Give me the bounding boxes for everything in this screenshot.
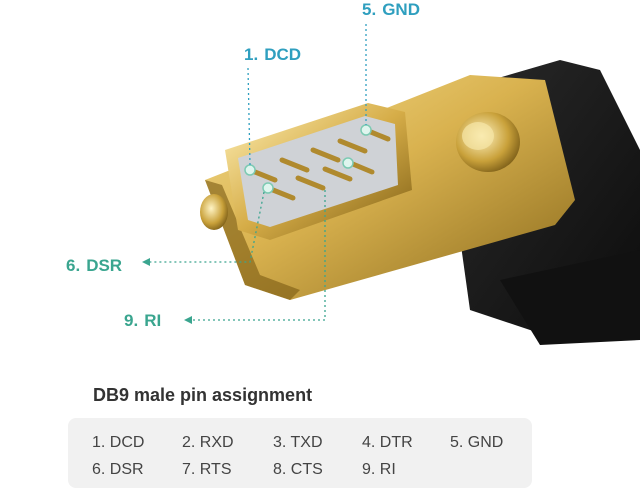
pin-cell: 6. DSR <box>92 461 144 478</box>
pin-cell: 7. RTS <box>182 461 232 478</box>
pin-assignment-table: 1. DCD 2. RXD 3. TXD 4. DTR 5. GND 6. DS… <box>68 418 532 488</box>
d-sub-shell <box>225 103 412 240</box>
pin-cell: 1. DCD <box>92 434 145 451</box>
pin-cell: 3. TXD <box>273 434 323 451</box>
callout-pin-5: 5. GND <box>362 0 420 20</box>
right-screw-post <box>456 112 520 172</box>
callout-number: 1. <box>244 45 259 64</box>
left-screw-post <box>200 194 228 230</box>
leader-lines <box>148 24 367 321</box>
callout-label: DSR <box>86 256 123 275</box>
callout-number: 6. <box>66 256 81 275</box>
pin-assignment-title: DB9 male pin assignment <box>93 385 313 405</box>
callout-number: 5. <box>362 0 377 19</box>
callout-label: RI <box>144 311 162 330</box>
pin-cell: 9. RI <box>362 461 396 478</box>
callout-number: 9. <box>124 311 139 330</box>
leader-arrowheads <box>142 258 192 324</box>
pin-cell: 8. CTS <box>273 461 323 478</box>
callout-label: DCD <box>264 45 302 64</box>
callout-pin-6: 6. DSR <box>66 256 122 276</box>
pin-cell: 2. RXD <box>182 434 234 451</box>
pin-cell: 5. GND <box>450 434 504 451</box>
callout-label: GND <box>382 0 420 19</box>
callout-pin-1: 1. DCD <box>244 45 301 65</box>
pin-cell: 4. DTR <box>362 434 413 451</box>
callout-pin-9: 9. RI <box>124 311 161 331</box>
pin-highlight-dots <box>244 124 372 194</box>
